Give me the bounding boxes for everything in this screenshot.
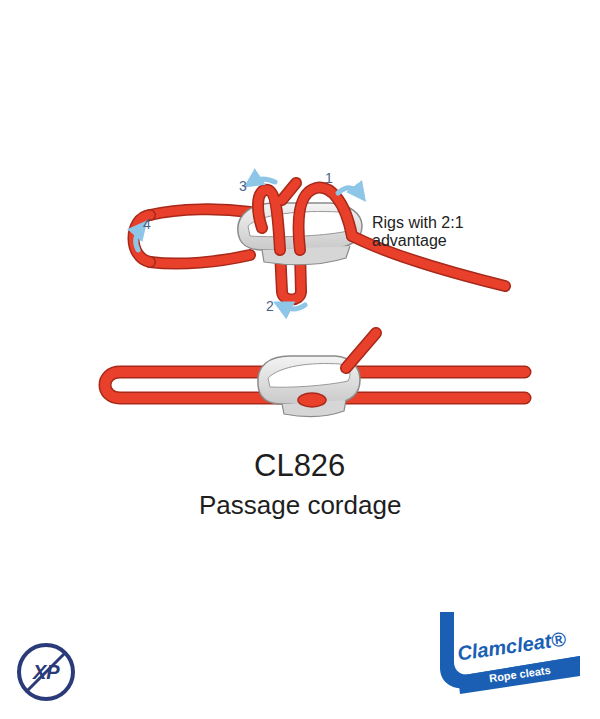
caption-text: Passage cordage <box>199 491 401 521</box>
clamcleat-logo <box>440 612 580 694</box>
callout-number: 2 <box>266 298 274 314</box>
xp-logo <box>19 645 73 699</box>
model-title: CL826 <box>254 448 345 484</box>
note-text: Rigs with 2:1 advantage <box>372 214 522 251</box>
callout-number: 1 <box>325 170 333 186</box>
brand-logo-text: XP <box>33 661 60 684</box>
callout-number: 4 <box>143 216 151 232</box>
callout-number: 3 <box>239 178 247 194</box>
step-arrows <box>136 179 360 309</box>
brand-logo-text: Clamcleat® <box>456 628 567 666</box>
rope-tail <box>346 333 376 368</box>
